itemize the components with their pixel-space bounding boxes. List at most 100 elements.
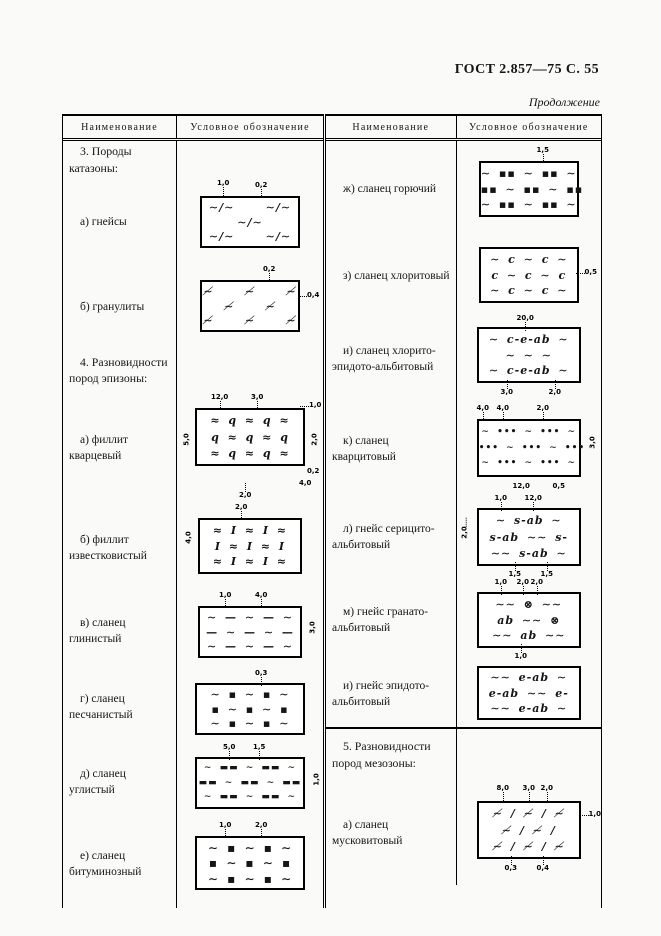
symbol-box: ∼ c ∼ c ∼ c ∼ c ∼ c ∼ c ∼ c ∼ <box>478 247 579 303</box>
dimension-label: 4,0 <box>255 591 268 609</box>
symbol-pattern-row: ∼ ▪ ∼ ▪ ∼ <box>207 840 293 855</box>
symbol-pattern-row: e-ab ∼∼ e- <box>488 686 569 700</box>
dimension-label: 5,0 <box>223 743 236 761</box>
symbol-box: ≈ I ≈ I ≈ I ≈ I ≈ I ≈ I ≈ I ≈ <box>198 518 302 575</box>
symbol-pattern-row: ab ∼∼ ⊗ <box>497 613 561 627</box>
section-text: 3. Породы катазоны: <box>69 144 132 175</box>
dimension-label: 0,2 <box>255 181 268 199</box>
continuation-label: Продолжение <box>528 95 600 109</box>
symbol-pattern-row: ∼ — ∼ — ∼ <box>207 640 293 654</box>
symbol-pattern-row: ∼∼ s-ab ∼ <box>490 546 567 560</box>
dimension-label: 8,0 <box>496 784 509 801</box>
dimension-label: 3,0 <box>588 436 597 449</box>
dimension-label: 3,0 <box>251 393 264 411</box>
row-label-text: л) гнейс серицито-альбитовый <box>332 522 435 551</box>
dimension-label: 2,0 <box>239 483 252 500</box>
symbol-box: ≁ ∕ ≁ ∕ ≁ ≁ ∕ ≁ ∕ ≁ ∕ ≁ ∕ ≁ <box>476 801 581 859</box>
dimension-label: 3,0 <box>500 380 513 396</box>
row-label: а) филлит кварцевый <box>63 392 177 505</box>
dimension-label: 12,0 <box>524 494 542 511</box>
symbol-cell: 8,0 3,0 2,0 1,0 0,3 0,4 ≁ ∕ ≁ ∕ ≁ ≁ ∕ ≁ … <box>457 781 601 885</box>
section-row: 5. Разновидности пород мезозоны: <box>326 727 601 781</box>
symbol-pattern-row: ∼ c ∼ c ∼ <box>490 284 568 298</box>
symbol-pattern-row: I ≈ I ≈ I <box>214 539 286 553</box>
row-label: ж) сланец горючий <box>326 141 457 237</box>
row-label: д) сланец углистый <box>63 744 177 821</box>
symbol-pattern-row: ≁ ∕ ≁ ∕ <box>501 823 556 837</box>
symbol-box: ∼ ▪ ∼ ▪ ∼ ▪ ∼ ▪ ∼ ▪ ∼ ▪ ∼ ▪ ∼ <box>195 683 305 736</box>
symbol-cell <box>177 141 323 178</box>
dimension-label: 0,4 <box>297 291 320 300</box>
dimension-label: 1,0 <box>217 179 230 197</box>
row-label-text: б) филлит известковистый <box>69 533 147 563</box>
table-row: г) сланец песчанистый 0,3 ∼ ▪ ∼ ▪ ∼ ▪ ∼ … <box>63 670 323 745</box>
symbol-cell: 1,0 2,0 ∼ ▪ ∼ ▪ ∼ ▪ ∼ ▪ ∼ ▪ ∼ ▪ ∼ ▪ ∼ <box>177 820 323 908</box>
row-label-text: д) сланец углистый <box>69 767 126 797</box>
symbol-pattern-row: ∼ c ∼ c ∼ <box>490 252 568 266</box>
symbol-box: ≈ q ≈ q ≈ q ≈ q ≈ q ≈ q ≈ q ≈ <box>195 408 305 467</box>
symbol-pattern-row: ▬▬ ∼ ▬▬ ∼ ▬▬ <box>198 777 302 788</box>
dimension-label: 0,2 <box>263 265 276 283</box>
section-row: 3. Породы катазоны: <box>63 141 323 179</box>
symbol-pattern-row: ∼∼ e-ab ∼ <box>490 671 568 685</box>
dimension-label: 1,0 <box>514 644 527 660</box>
row-label-text: и) гнейс эпидото-альбитовый <box>332 679 430 708</box>
column-header-symbol: Условное обозначение <box>469 122 589 133</box>
symbol-box: ∼ ▪▪ ∼ ▪▪ ∼ ▪▪ ∼ ▪▪ ∼ ▪▪ ∼ ▪▪ ∼ ▪▪ ∼ <box>478 161 582 217</box>
symbol-pattern-row: ≈ q ≈ q ≈ <box>210 446 290 460</box>
symbol-pattern-row: ∼∕∼ ∼∕∼ <box>208 230 292 244</box>
symbol-cell: 20,0 3,0 2,0 ∼ c-e-ab ∼ ∼ ∼ ∼ ∼ c-e-ab ∼ <box>457 315 601 403</box>
table-right-half: Наименование Условное обозначение ж) сла… <box>325 114 602 909</box>
symbol-cell: 0,5 ∼ c ∼ c ∼ c ∼ c ∼ c ∼ c ∼ c ∼ <box>457 237 601 315</box>
row-label-text: и) сланец хлорито-эпидото-альбитовый <box>332 344 436 373</box>
table-row: б) гранулиты 0,2 0,4 ≁ ≁ ≁ ≁ ≁ ≁ ≁ ≁ <box>63 265 323 349</box>
symbol-cell: 1,0 0,2 ∼∕∼ ∼∕∼ ∼∕∼ ∼∕∼ ∼∕∼ <box>177 178 323 266</box>
symbol-pattern-row: ≈ q ≈ q ≈ <box>210 414 290 428</box>
symbol-box: ∼∕∼ ∼∕∼ ∼∕∼ ∼∕∼ ∼∕∼ <box>200 196 300 249</box>
symbol-pattern-row: ≈ I ≈ I ≈ <box>212 555 288 569</box>
dimension-label: 1,5 <box>540 562 553 578</box>
symbol-box: ∼∼ e-ab ∼ e-ab ∼∼ e- ∼∼ e-ab ∼ <box>476 666 581 720</box>
symbol-cell <box>457 729 601 781</box>
dimension-label: 0,3 <box>504 856 517 872</box>
symbol-box: ∼ c-e-ab ∼ ∼ ∼ ∼ ∼ c-e-ab ∼ <box>476 327 581 383</box>
symbol-cell: 4,0 4,0 2,0 3,0 12,0 0,5 ∼ ••• ∼ ••• ∼ •… <box>457 403 601 495</box>
dimension-label: 1,0 <box>219 821 232 839</box>
dimension-label: 2,0 <box>548 380 561 396</box>
dimension-label: 2,0 <box>460 526 469 539</box>
dimension-label: 4,0 <box>184 531 193 544</box>
symbol-pattern-row: ≁ ∕ ≁ ∕ ≁ <box>492 807 565 821</box>
row-label-text: м) гнейс гранато-альбитовый <box>332 605 429 634</box>
dimension-label: 12,0 <box>211 393 229 411</box>
page-title: ГОСТ 2.857—75 С. 55 <box>454 62 599 77</box>
dimension-label: 3,0 <box>308 621 317 634</box>
symbol-cell: 1,0 2,0 2,0 1,0 ∼∼ ⊗ ∼∼ ab ∼∼ ⊗ ∼∼ ab ∼∼ <box>457 579 601 661</box>
symbol-pattern-row: ∼ c-e-ab ∼ <box>488 332 569 346</box>
symbol-cell: ∼∼ e-ab ∼ e-ab ∼∼ e- ∼∼ e-ab ∼ <box>457 661 601 727</box>
column-header-symbol: Условное обозначение <box>190 122 310 133</box>
symbol-box: ∼ ▬▬ ∼ ▬▬ ∼ ▬▬ ∼ ▬▬ ∼ ▬▬ ∼ ▬▬ ∼ ▬▬ ∼ <box>195 757 305 810</box>
symbol-pattern-row: ∼∕∼ <box>237 215 263 229</box>
table-row: и) сланец хлорито-эпидото-альбитовый 20,… <box>326 315 601 403</box>
row-label-text: б) гранулиты <box>80 300 145 313</box>
table-row: а) сланец мусковитовый 8,0 3,0 2,0 1,0 0… <box>326 781 601 885</box>
row-label-text: ж) сланец горючий <box>343 182 437 195</box>
symbol-cell: 5,0 1,5 1,0 ∼ ▬▬ ∼ ▬▬ ∼ ▬▬ ∼ ▬▬ ∼ ▬▬ ∼ ▬… <box>177 744 323 820</box>
dimension-label: 0,5 <box>575 268 597 276</box>
dimension-label: 5,0 <box>182 433 191 446</box>
symbol-pattern-row: ∼∼ ab ∼∼ <box>492 629 566 643</box>
row-label-text: е) сланец битуминозный <box>69 849 142 879</box>
dimension-label: 1,0 <box>299 401 322 410</box>
symbol-pattern-row: ≈ I ≈ I ≈ <box>212 523 288 537</box>
dimension-label: 3,0 <box>522 784 535 801</box>
symbol-pattern-row: ▪ ∼ ▪ ∼ ▪ <box>211 702 289 716</box>
symbol-pattern-row: c ∼ c ∼ c <box>491 268 567 282</box>
row-label: г) сланец песчанистый <box>63 670 177 745</box>
row-label: б) гранулиты <box>63 266 177 349</box>
row-label: и) сланец хлорито-эпидото-альбитовый <box>326 315 457 403</box>
symbol-pattern-row: ∼ ▪▪ ∼ ▪▪ ∼ <box>480 166 577 180</box>
row-label-text: а) сланец мусковитовый <box>332 818 403 847</box>
dimension-label: 2,0 <box>516 578 529 595</box>
symbol-box: ∼ — ∼ — ∼ — ∼ — ∼ — ∼ — ∼ — ∼ <box>198 606 302 659</box>
symbol-pattern-row: ∼ ▪ ∼ ▪ ∼ <box>210 717 290 731</box>
